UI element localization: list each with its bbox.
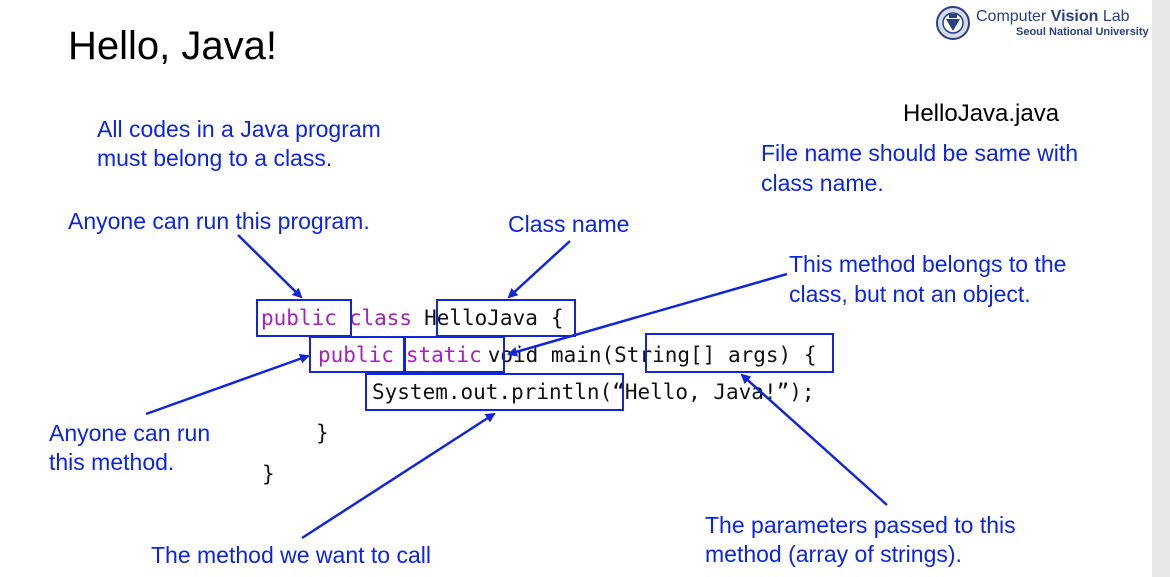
inner-close-brace: }	[316, 421, 329, 445]
file-name: HelloJava.java	[903, 100, 1060, 127]
public-method-annotation-line1: Anyone can run	[49, 420, 211, 446]
lab-name-end: Lab	[1098, 8, 1130, 25]
println-box	[365, 373, 624, 411]
open-brace: {	[550, 306, 564, 330]
args-box	[645, 333, 834, 373]
class-rule-line2: must belong to a class.	[97, 145, 333, 171]
code-line-class: public class HelloJava {	[261, 305, 564, 331]
keyword-static: static	[405, 343, 482, 367]
method-call-annotation: The method we want to call	[151, 542, 431, 568]
lab-logo: Computer Vision Lab Seoul National Unive…	[934, 5, 1149, 41]
file-rule-line2: class name.	[761, 170, 884, 196]
arrow-class-name	[507, 240, 571, 299]
public-method-annotation-line2: this method.	[49, 449, 175, 475]
public-class-annotation: Anyone can run this program.	[68, 208, 370, 234]
arrow-static	[507, 272, 788, 357]
arrow-public-class	[237, 234, 303, 299]
class-rule-line1: All codes in a Java program	[97, 116, 381, 142]
lab-name-bold: Vision	[1050, 8, 1099, 25]
lab-name: Computer Vision Lab	[976, 8, 1130, 26]
args-token: String[] args	[614, 343, 779, 367]
lab-name-regular: Computer	[976, 8, 1051, 25]
params-annotation-line1: The parameters passed to this	[705, 512, 1016, 538]
keyword-public-method: public	[318, 343, 394, 367]
university-seal-icon	[936, 6, 970, 40]
slide-edge	[1152, 0, 1170, 577]
close-paren-brace: ) {	[778, 343, 817, 367]
string-argument: (“Hello, Java!”);	[599, 380, 815, 404]
static-annotation-line2: class, but not an object.	[789, 281, 1031, 307]
arrow-public-method	[145, 353, 310, 416]
code-line-println: System.out.println(“Hello, Java!”);	[372, 379, 815, 405]
params-annotation-line2: method (array of strings).	[705, 541, 962, 567]
keyword-class: class	[348, 306, 413, 330]
file-rule-line1: File name should be same with	[761, 140, 1079, 166]
university-name: Seoul National University	[1016, 26, 1149, 38]
class-name-token: HelloJava	[424, 306, 538, 330]
static-box	[404, 336, 505, 373]
keyword-public: public	[261, 306, 337, 330]
class-name-annotation: Class name	[508, 211, 630, 237]
outer-close-brace: }	[262, 462, 275, 486]
println-token: System.out.println	[372, 380, 600, 404]
arrow-method-call	[301, 412, 496, 540]
class-name-box	[436, 299, 576, 337]
arrow-params	[740, 373, 888, 506]
static-annotation-line1: This method belongs to the	[789, 251, 1067, 277]
public-class-box	[256, 299, 352, 337]
slide-title: Hello, Java!	[68, 24, 277, 68]
